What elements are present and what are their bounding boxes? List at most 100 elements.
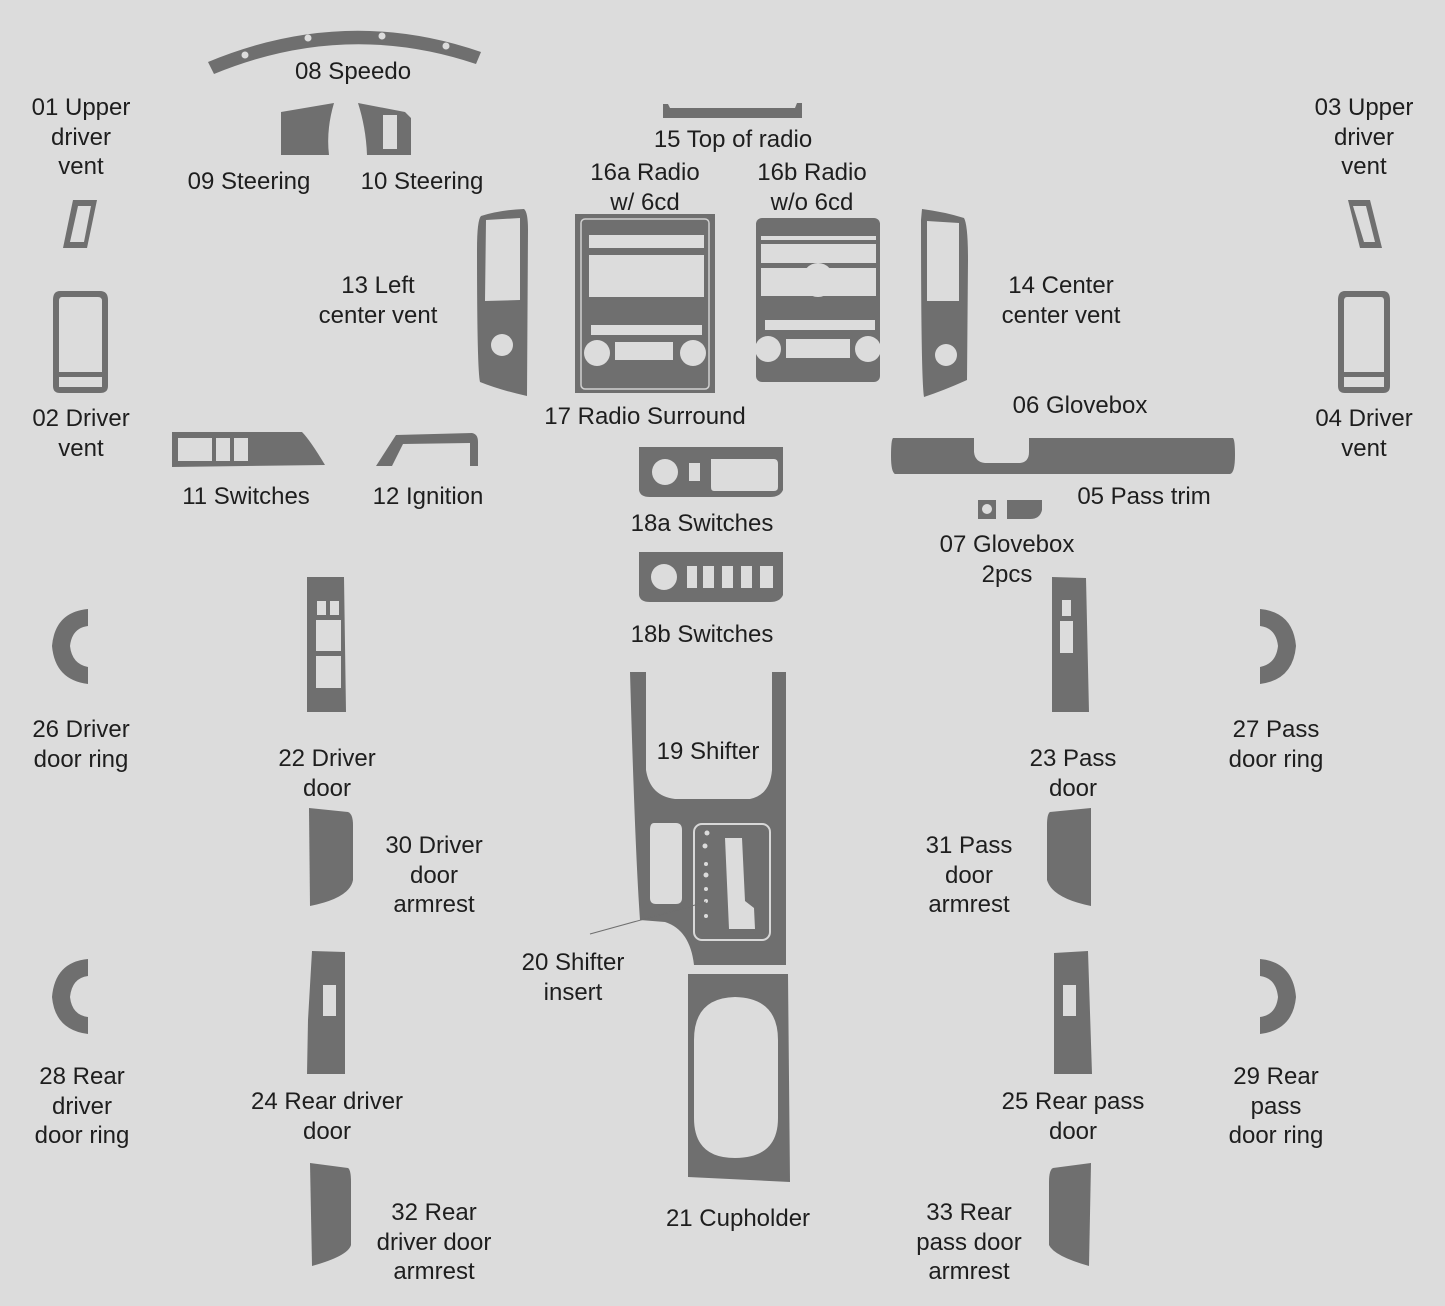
label-line: 33 Rear xyxy=(926,1199,1012,1226)
label-line: pass door xyxy=(916,1228,1022,1256)
label-line: 2pcs xyxy=(981,560,1033,588)
label-part-01: 01 Upper driver vent xyxy=(32,93,131,182)
label-line: 16a Radio xyxy=(590,159,700,186)
part-24-rear-driver-door-shape xyxy=(307,951,345,1074)
label-line: 03 Upper xyxy=(1314,94,1414,121)
label-line: 14 Center xyxy=(1008,272,1114,299)
label-part-05: 05 Pass trim xyxy=(1077,482,1210,512)
label-line: 08 Speedo xyxy=(294,58,412,85)
label-part-32: 32 Rear driver door armrest xyxy=(377,1198,492,1287)
part-15-top-of-radio-shape xyxy=(663,103,802,118)
part-18a-switches-shape xyxy=(639,447,783,497)
label-line: 16b Radio xyxy=(757,159,867,186)
part-09-steering-shape xyxy=(281,103,334,155)
label-part-02: 02 Driver vent xyxy=(32,404,129,463)
label-line: door ring xyxy=(1228,1122,1324,1149)
label-line: 02 Driver xyxy=(32,405,130,432)
label-line: 23 Pass xyxy=(1029,745,1117,772)
label-line: 24 Rear driver xyxy=(250,1088,404,1115)
label-line: door ring xyxy=(1228,745,1324,773)
label-part-06: 06 Glovebox xyxy=(1013,391,1148,421)
label-line: 31 Pass xyxy=(925,832,1013,859)
label-line: door xyxy=(409,861,459,889)
label-line: door ring xyxy=(33,745,129,773)
label-line: pass xyxy=(1250,1092,1302,1120)
part-03-upper-driver-vent-shape xyxy=(1348,200,1382,248)
part-07-glovebox-shape xyxy=(978,500,996,519)
part-14-center-center-vent-shape xyxy=(921,209,968,397)
part-21-cupholder-shape xyxy=(688,974,790,1182)
label-line: 19 Shifter xyxy=(656,738,760,765)
label-part-19: 19 Shifter xyxy=(657,737,760,767)
part-26-driver-door-ring-shape xyxy=(52,609,88,684)
label-line: door xyxy=(944,861,994,889)
label-part-10: 10 Steering xyxy=(361,167,484,197)
label-line: vent xyxy=(58,434,104,462)
label-part-22: 22 Driver door xyxy=(278,744,375,803)
label-part-17: 17 Radio Surround xyxy=(544,402,745,432)
label-part-29: 29 Rear pass door ring xyxy=(1229,1062,1324,1151)
label-line: door xyxy=(1048,774,1098,802)
part-07-glovebox-2-shape xyxy=(1007,500,1042,519)
label-line: 05 Pass trim xyxy=(1077,483,1211,510)
part-02-driver-vent-shape xyxy=(53,291,108,393)
label-part-18a: 18a Switches xyxy=(631,509,774,539)
label-part-11: 11 Switches xyxy=(182,482,310,512)
part-12-ignition-shape xyxy=(376,433,478,466)
label-part-03: 03 Upper driver vent xyxy=(1315,93,1414,182)
part-25-rear-pass-door-shape xyxy=(1054,951,1092,1074)
part-13-left-center-vent-shape xyxy=(477,209,528,396)
part-10-steering-shape xyxy=(358,103,411,155)
label-line: 18b Switches xyxy=(630,621,774,648)
label-line: vent xyxy=(1341,434,1387,462)
label-line: door ring xyxy=(34,1122,130,1149)
label-line: 32 Rear xyxy=(391,1199,477,1226)
label-line: 20 Shifter xyxy=(521,949,625,976)
label-line: 22 Driver xyxy=(278,745,376,772)
label-line: 18a Switches xyxy=(630,510,774,537)
label-line: 21 Cupholder xyxy=(665,1205,811,1232)
part-31-pass-door-armrest-shape xyxy=(1047,808,1091,906)
label-line: vent xyxy=(58,153,104,180)
label-part-09: 09 Steering xyxy=(188,167,311,197)
label-line: center vent xyxy=(318,301,438,329)
label-line: 27 Pass xyxy=(1232,716,1320,743)
part-23-pass-door-shape xyxy=(1052,577,1089,712)
label-part-20: 20 Shifter insert xyxy=(522,948,625,1007)
label-part-08: 08 Speedo xyxy=(295,57,411,87)
label-line: driver xyxy=(1333,123,1395,151)
label-part-18b: 18b Switches xyxy=(631,620,774,650)
label-line: 07 Glovebox xyxy=(939,531,1075,558)
label-part-07: 07 Glovebox 2pcs xyxy=(940,530,1075,589)
part-20-leader-line xyxy=(589,901,707,935)
label-line: insert xyxy=(543,978,603,1006)
part-33-rear-pass-door-armrest-shape xyxy=(1049,1163,1091,1266)
label-line: armrest xyxy=(928,1258,1010,1285)
label-part-24: 24 Rear driver door xyxy=(251,1087,403,1146)
label-part-21: 21 Cupholder xyxy=(666,1204,810,1234)
part-30-driver-door-armrest-shape xyxy=(309,808,353,906)
part-04-driver-vent-shape xyxy=(1338,291,1390,393)
label-part-30: 30 Driver door armrest xyxy=(385,831,482,920)
label-part-16a: 16a Radio w/ 6cd xyxy=(590,158,699,217)
label-line: vent xyxy=(1341,153,1387,180)
label-line: 29 Rear xyxy=(1233,1063,1319,1090)
label-line: door xyxy=(1048,1117,1098,1145)
label-line: door xyxy=(302,774,352,802)
part-27-pass-door-ring-shape xyxy=(1260,609,1296,684)
label-part-33: 33 Rear pass door armrest xyxy=(916,1198,1021,1287)
label-part-26: 26 Driver door ring xyxy=(32,715,129,774)
label-part-28: 28 Rear driver door ring xyxy=(35,1062,130,1151)
label-line: armrest xyxy=(393,1258,475,1285)
label-line: driver xyxy=(51,1092,113,1120)
label-line: 28 Rear xyxy=(39,1063,125,1090)
label-part-25: 25 Rear pass door xyxy=(1002,1087,1145,1146)
part-29-rear-pass-door-ring-shape xyxy=(1260,959,1296,1034)
label-line: door xyxy=(302,1117,352,1145)
part-05-pass-trim-shape xyxy=(891,438,1235,474)
part-20-shifter-insert-shape xyxy=(693,823,771,941)
label-line: 25 Rear pass xyxy=(1001,1088,1145,1115)
part-16b-radio-wo-6cd-shape xyxy=(755,218,881,382)
